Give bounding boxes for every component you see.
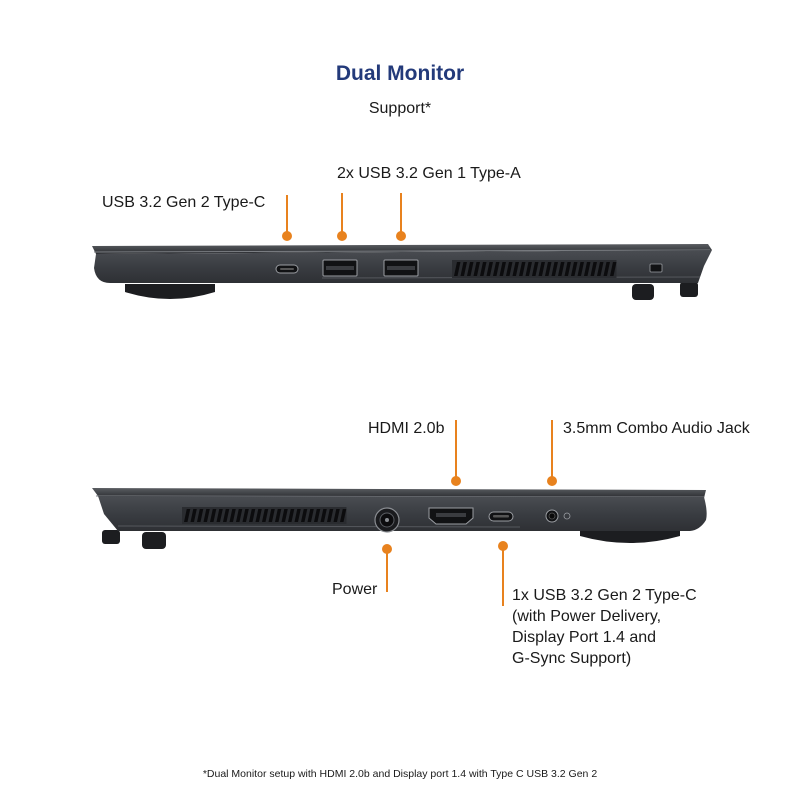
- vent-slat: [223, 509, 230, 522]
- usb-c-port: [275, 264, 299, 274]
- vent-slat: [480, 262, 487, 276]
- usb-c-port-bottom: [488, 511, 514, 522]
- callout-usb-c-top: [282, 195, 292, 241]
- vent-slat: [545, 262, 552, 276]
- vent-slat: [506, 262, 513, 276]
- vent-slat: [499, 262, 506, 276]
- callout-audio: [547, 420, 557, 486]
- foot-left-bottom: [142, 532, 166, 549]
- callout-usb-a-1: [337, 193, 347, 241]
- vent-slat: [577, 262, 584, 276]
- vent-slat: [190, 509, 197, 522]
- vent-slat: [551, 262, 558, 276]
- usb-a-port-2: [383, 259, 419, 277]
- foot-right-bottom: [580, 528, 680, 543]
- callout-power: [382, 544, 392, 592]
- footnote: *Dual Monitor setup with HDMI 2.0b and D…: [202, 768, 598, 780]
- label-usb-c-bottom-4: G-Sync Support): [512, 650, 632, 667]
- lid-bottom: [92, 488, 706, 498]
- vent-slat: [197, 509, 204, 522]
- vent-slat: [184, 509, 191, 522]
- laptop-right-side: [92, 244, 712, 300]
- vent-slat: [236, 509, 243, 522]
- vent-slat: [493, 262, 500, 276]
- vent-slat: [268, 509, 275, 522]
- vent-slat: [229, 509, 236, 522]
- power-jack: [374, 507, 400, 533]
- page-title: Dual Monitor: [335, 62, 465, 85]
- vent-slat: [558, 262, 565, 276]
- vent-slat: [603, 262, 610, 276]
- vent-slat: [467, 262, 474, 276]
- vent-slat: [486, 262, 493, 276]
- vent-slat: [525, 262, 532, 276]
- vent-slat: [512, 262, 519, 276]
- vent-slat: [262, 509, 269, 522]
- vent-slat: [203, 509, 210, 522]
- vent-slat: [216, 509, 223, 522]
- label-power: Power: [332, 581, 378, 598]
- vent-slat: [210, 509, 217, 522]
- label-usb-c-bottom-1: 1x USB 3.2 Gen 2 Type-C: [512, 587, 697, 604]
- laptop-left-side: [92, 488, 707, 549]
- vent-slat: [454, 262, 461, 276]
- label-usb-c-bottom-2: (with Power Delivery,: [512, 608, 662, 625]
- vent-slat: [473, 262, 480, 276]
- vent-slat: [314, 509, 321, 522]
- vent-slat: [307, 509, 314, 522]
- vent-slat: [564, 262, 571, 276]
- vent-slat: [301, 509, 308, 522]
- label-usb-c-bottom-3: Display Port 1.4 and: [512, 629, 657, 646]
- label-usb-a: 2x USB 3.2 Gen 1 Type-A: [337, 165, 521, 182]
- foot-left: [125, 284, 215, 299]
- headset-icon: [563, 512, 571, 520]
- hdmi-port: [428, 507, 474, 525]
- callout-usb-a-2: [396, 193, 406, 241]
- label-hdmi: HDMI 2.0b: [368, 420, 445, 437]
- label-usb-c-top: USB 3.2 Gen 2 Type-C: [102, 194, 266, 211]
- vent-slat: [281, 509, 288, 522]
- vent-slat: [255, 509, 262, 522]
- vent-slat: [584, 262, 591, 276]
- kensington-lock-slot: [649, 263, 663, 273]
- audio-jack: [545, 509, 571, 523]
- vent-slat: [610, 262, 617, 276]
- callout-hdmi: [451, 420, 461, 486]
- usb-a-port-1: [322, 259, 358, 277]
- vent-slat: [327, 509, 334, 522]
- foot-left-bottom-2: [102, 530, 120, 544]
- vent-slat: [294, 509, 301, 522]
- vent-slat: [242, 509, 249, 522]
- vent-slat: [340, 509, 347, 522]
- vent-slat: [571, 262, 578, 276]
- vent-slat: [275, 509, 282, 522]
- callout-usb-c-bottom: [498, 541, 508, 606]
- vent-slat: [288, 509, 295, 522]
- vent-grille: [452, 260, 617, 278]
- vent-slat: [320, 509, 327, 522]
- vent-slat: [249, 509, 256, 522]
- vent-slat: [333, 509, 340, 522]
- label-audio-jack: 3.5mm Combo Audio Jack: [563, 420, 750, 437]
- vent-slat: [460, 262, 467, 276]
- foot-right-2: [680, 282, 698, 297]
- vent-slat: [590, 262, 597, 276]
- vent-slat: [538, 262, 545, 276]
- vent-slat: [532, 262, 539, 276]
- vent-slat: [597, 262, 604, 276]
- vent-grille-bottom: [182, 507, 347, 524]
- foot-right: [632, 284, 654, 300]
- vent-slat: [519, 262, 526, 276]
- page-subtitle: Support*: [368, 100, 432, 117]
